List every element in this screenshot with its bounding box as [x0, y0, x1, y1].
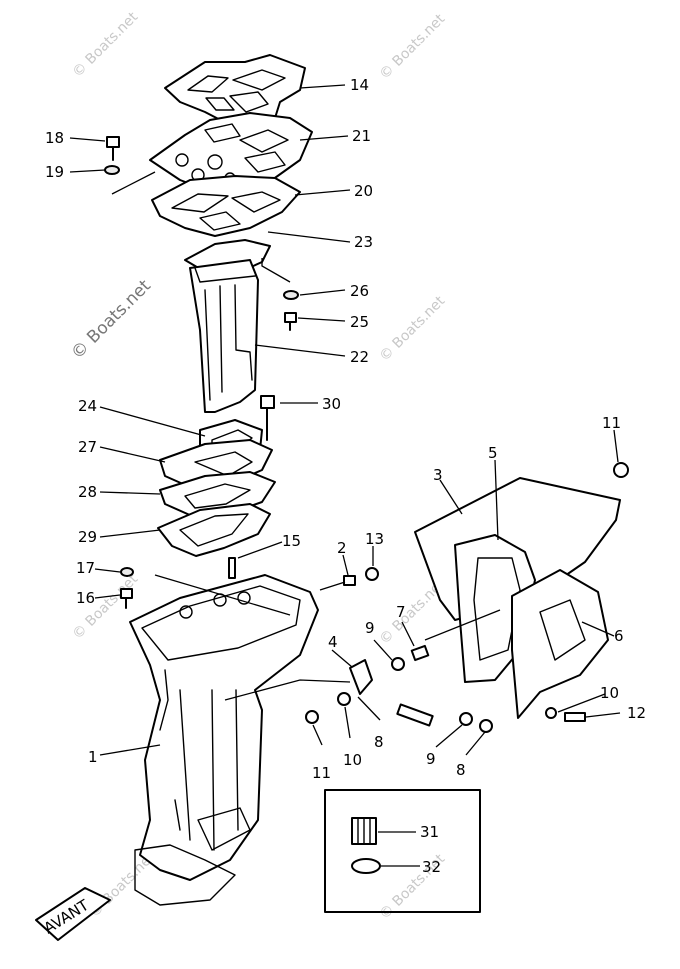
callout-15: 15	[282, 532, 301, 550]
callout-18: 18	[45, 129, 64, 147]
nut-13	[365, 567, 379, 581]
callout-16: 16	[76, 589, 95, 607]
screw-12	[564, 712, 586, 722]
callout-labels: 14 21 18 19 20 23 26 25 22 30 24 27 28 2…	[45, 76, 646, 876]
bolt-2	[343, 575, 356, 586]
callout-5: 5	[488, 444, 498, 462]
bolt-18	[106, 136, 120, 161]
callout-1: 1	[88, 748, 98, 766]
callout-19: 19	[45, 163, 64, 181]
washer-19	[104, 165, 120, 175]
callout-24: 24	[78, 397, 97, 415]
callout-22: 22	[350, 348, 369, 366]
watermark-4: © Boats.net	[377, 293, 449, 365]
cover-6	[511, 569, 609, 719]
gasket-14	[164, 54, 306, 129]
leader-lines	[69, 84, 621, 867]
long-bolt	[396, 703, 434, 727]
callout-28: 28	[78, 483, 97, 501]
watermark-2: © Boats.net	[377, 11, 449, 83]
callout-10-lower: 10	[343, 751, 362, 769]
pin-15	[228, 557, 236, 579]
exhaust-pipe-22	[189, 259, 259, 413]
watermark-1: © Boats.net	[70, 9, 142, 81]
callout-11-upper: 11	[602, 414, 621, 432]
nut-11-upper	[613, 462, 629, 478]
washer-17	[120, 567, 134, 577]
bolt-16	[120, 588, 133, 609]
washer-26	[283, 290, 299, 300]
callout-27: 27	[78, 438, 97, 456]
callout-3: 3	[433, 466, 443, 484]
callout-32: 32	[422, 858, 441, 876]
callout-9-upper: 9	[365, 619, 375, 637]
callout-14: 14	[350, 76, 369, 94]
callout-8-left: 8	[374, 733, 384, 751]
washer-10-lower	[337, 692, 351, 706]
callout-10-right: 10	[600, 684, 619, 702]
inset-box	[324, 789, 481, 913]
callout-20: 20	[354, 182, 373, 200]
callout-8-lower: 8	[456, 761, 466, 779]
part-31	[351, 817, 377, 845]
bolt-30	[260, 395, 275, 441]
gasket-29	[157, 503, 271, 557]
callout-12: 12	[627, 704, 646, 722]
bracket-4	[349, 659, 373, 695]
washer-9-lower	[459, 712, 473, 726]
callout-9-lower: 9	[426, 750, 436, 768]
callout-2: 2	[337, 539, 347, 557]
callout-6: 6	[614, 627, 624, 645]
bolt-7	[410, 644, 430, 662]
callout-23: 23	[354, 233, 373, 251]
washer-10-right	[545, 707, 557, 719]
nut-8-lower	[479, 719, 493, 733]
callout-25: 25	[350, 313, 369, 331]
callout-7: 7	[396, 603, 406, 621]
callout-11-lower: 11	[312, 764, 331, 782]
callout-26: 26	[350, 282, 369, 300]
callout-31: 31	[420, 823, 439, 841]
callout-29: 29	[78, 528, 97, 546]
upper-casing-1	[129, 574, 319, 906]
bolt-25	[284, 312, 297, 331]
callout-4: 4	[328, 633, 338, 651]
callout-13: 13	[365, 530, 384, 548]
callout-30: 30	[322, 395, 341, 413]
callout-17: 17	[76, 559, 95, 577]
gasket-20	[151, 175, 301, 237]
washer-9-upper	[391, 657, 405, 671]
callout-21: 21	[352, 127, 371, 145]
ring-32	[351, 858, 381, 874]
watermark-3: © Boats.net	[67, 276, 155, 364]
nut-11-lower	[305, 710, 319, 724]
